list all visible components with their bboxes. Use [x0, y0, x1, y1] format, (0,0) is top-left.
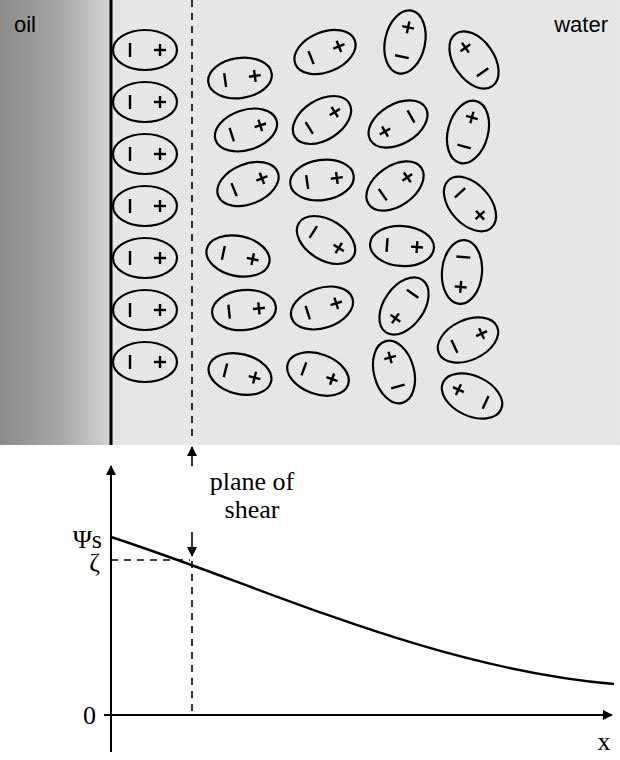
water-dipole: [211, 153, 285, 214]
water-dipole: [210, 287, 278, 333]
water-dipole: [209, 101, 282, 159]
phase-label: oil: [14, 12, 36, 37]
pointer-arrow: [191, 532, 193, 556]
water-dipole: [113, 290, 177, 330]
water-dipole: [369, 268, 438, 343]
x-axis: [104, 714, 612, 716]
dipole-column: [281, 21, 364, 403]
dipole-column: [357, 7, 438, 409]
water-dipole: [369, 224, 436, 268]
water-dipole: [357, 151, 432, 220]
water-dipole: [113, 134, 177, 174]
oil-phase: [0, 0, 110, 445]
water-phase: [111, 0, 620, 445]
water-dipole: [288, 21, 362, 82]
water-dipole: [439, 238, 484, 305]
water-dipole: [113, 30, 177, 70]
water-dipole: [288, 156, 357, 205]
shear-plane-line: [191, 0, 193, 442]
y-axis: [110, 466, 112, 752]
shear-plane-line: [191, 561, 193, 714]
dipole-column: [431, 22, 510, 427]
water-dipole: [435, 364, 510, 427]
water-dipole: [285, 279, 358, 337]
water-dipole: [439, 22, 508, 97]
phase-label: water: [554, 12, 608, 37]
water-dipole: [440, 96, 495, 168]
water-dipole: [379, 7, 431, 78]
water-dipole: [366, 336, 421, 408]
water-dipole: [288, 206, 363, 274]
water-dipole: [434, 167, 507, 241]
shear-plane-label: plane of shear: [196, 468, 308, 524]
water-dipole: [204, 347, 276, 401]
water-dipole: [206, 54, 275, 103]
water-dipole: [360, 91, 435, 158]
water-dipole: [113, 342, 177, 382]
water-dipole: [113, 238, 177, 278]
water-dipole: [113, 186, 177, 226]
axis-symbol: ζ: [89, 548, 100, 578]
water-dipole: [281, 344, 355, 403]
pointer-arrow: [191, 447, 193, 466]
water-dipole: [113, 82, 177, 122]
potential-curve: [111, 537, 614, 684]
axis-value: 0: [83, 701, 96, 731]
dipole-column: [203, 54, 286, 401]
water-dipole: [284, 86, 359, 154]
water-dipole: [431, 308, 506, 371]
water-dipole: [203, 230, 274, 282]
dipole-column: [113, 30, 177, 382]
interface-line: [110, 0, 113, 445]
axis-symbol: x: [598, 727, 611, 757]
